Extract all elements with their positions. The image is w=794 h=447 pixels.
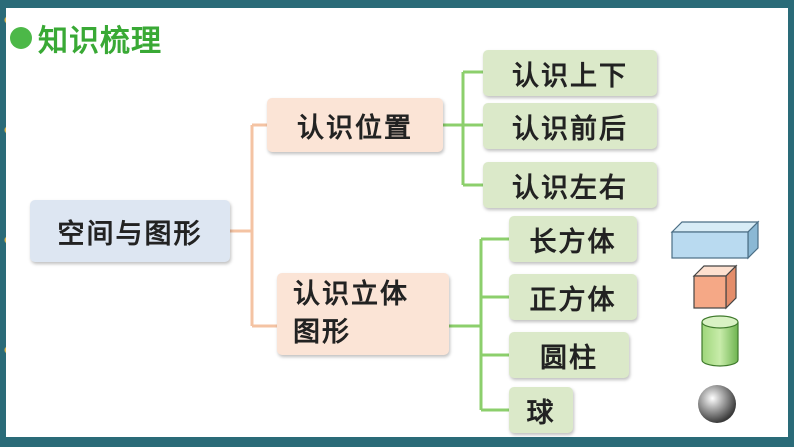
cylinder-icon	[701, 315, 739, 367]
leaf-sphere: 球	[509, 387, 573, 433]
leaf-cube: 正方体	[509, 274, 637, 320]
cuboid-icon	[670, 220, 760, 260]
title-text: 知识梳理	[38, 24, 162, 59]
branch-solid-shapes: 认识立体 图形	[277, 273, 449, 355]
leaf-cuboid: 长方体	[509, 216, 637, 262]
branch-label-line1: 认识立体	[293, 279, 409, 310]
leaf-front-back: 认识前后	[483, 103, 657, 149]
bullet-dot-icon	[10, 27, 32, 49]
cube-icon	[692, 264, 738, 310]
leaf-up-down: 认识上下	[483, 50, 657, 96]
section-title: 知识梳理	[10, 16, 162, 60]
branch-position: 认识位置	[267, 98, 443, 152]
sphere-icon	[698, 385, 736, 423]
leaf-cylinder: 圆柱	[509, 332, 629, 378]
branch-label-line2: 图形	[293, 317, 351, 348]
leaf-left-right: 认识左右	[483, 162, 657, 208]
root-node: 空间与图形	[30, 200, 230, 262]
